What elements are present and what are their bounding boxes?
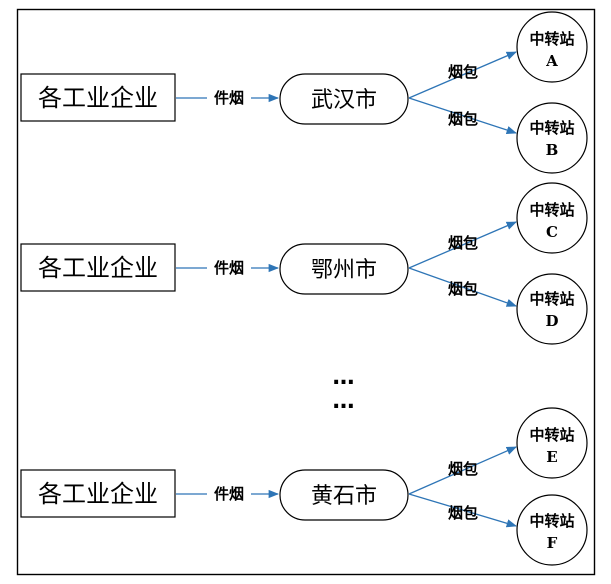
city-node <box>279 73 409 125</box>
enterprise-box <box>20 469 176 518</box>
station-id: D <box>545 312 558 330</box>
station-id: C <box>546 223 558 241</box>
edge-label-bg <box>207 256 251 278</box>
row-2: 各工业企业 件烟 鄂州市 烟包 烟包 中转站 C 中转站 D <box>20 182 588 345</box>
row-1: 各工业企业 件烟 武汉市 烟包 烟包 中转站 A 中转站 B <box>20 11 588 174</box>
station-id: A <box>545 52 558 70</box>
city-to-station-arrow <box>408 51 517 99</box>
station-name: 中转站 <box>529 30 574 48</box>
branch-edge-label: 烟包 <box>448 460 478 478</box>
city-to-station-arrow <box>408 493 517 528</box>
enterprise-label: 各工业企业 <box>38 254 158 282</box>
city-to-station-arrow <box>408 97 517 135</box>
station-id: F <box>547 534 558 552</box>
edge-label: 件烟 <box>214 259 244 277</box>
enterprise-box <box>20 243 176 292</box>
city-to-station-arrow <box>408 446 517 495</box>
station-name: 中转站 <box>529 201 574 219</box>
station-id: B <box>546 141 559 159</box>
branch-edge-label: 烟包 <box>448 234 478 252</box>
city-node <box>279 243 409 295</box>
station-name: 中转站 <box>529 512 574 530</box>
station-name: 中转站 <box>529 426 574 444</box>
edge-label-bg <box>207 86 251 108</box>
station-id: E <box>546 448 557 466</box>
branch-edge-label: 烟包 <box>448 63 478 81</box>
branch-edge-label: 烟包 <box>448 280 478 298</box>
station-node <box>516 407 588 479</box>
ellipsis-dots: … <box>333 389 356 414</box>
city-to-station-arrow <box>408 221 517 269</box>
enterprise-label: 各工业企业 <box>38 480 158 508</box>
station-name: 中转站 <box>529 290 574 308</box>
city-to-station-arrow <box>408 267 517 307</box>
enterprise-box <box>20 73 176 122</box>
enterprise-label: 各工业企业 <box>38 84 158 112</box>
edge-label: 件烟 <box>214 89 244 107</box>
city-node <box>279 469 409 521</box>
station-node <box>516 11 588 83</box>
ellipsis-dots: … <box>333 365 356 390</box>
city-label: 武汉市 <box>311 88 377 113</box>
station-node <box>516 102 588 174</box>
edge-label-bg <box>207 482 251 504</box>
branch-edge-label: 烟包 <box>448 504 478 522</box>
branch-edge-label: 烟包 <box>448 110 478 128</box>
station-node <box>516 273 588 345</box>
diagram-frame <box>16 8 596 576</box>
station-node <box>516 182 588 254</box>
edge-label: 件烟 <box>214 485 244 503</box>
city-label: 黄石市 <box>311 484 377 509</box>
station-name: 中转站 <box>529 119 574 137</box>
city-label: 鄂州市 <box>311 258 377 283</box>
row-3: 各工业企业 件烟 黄石市 烟包 烟包 中转站 E 中转站 F <box>20 407 588 566</box>
station-node <box>516 494 588 566</box>
